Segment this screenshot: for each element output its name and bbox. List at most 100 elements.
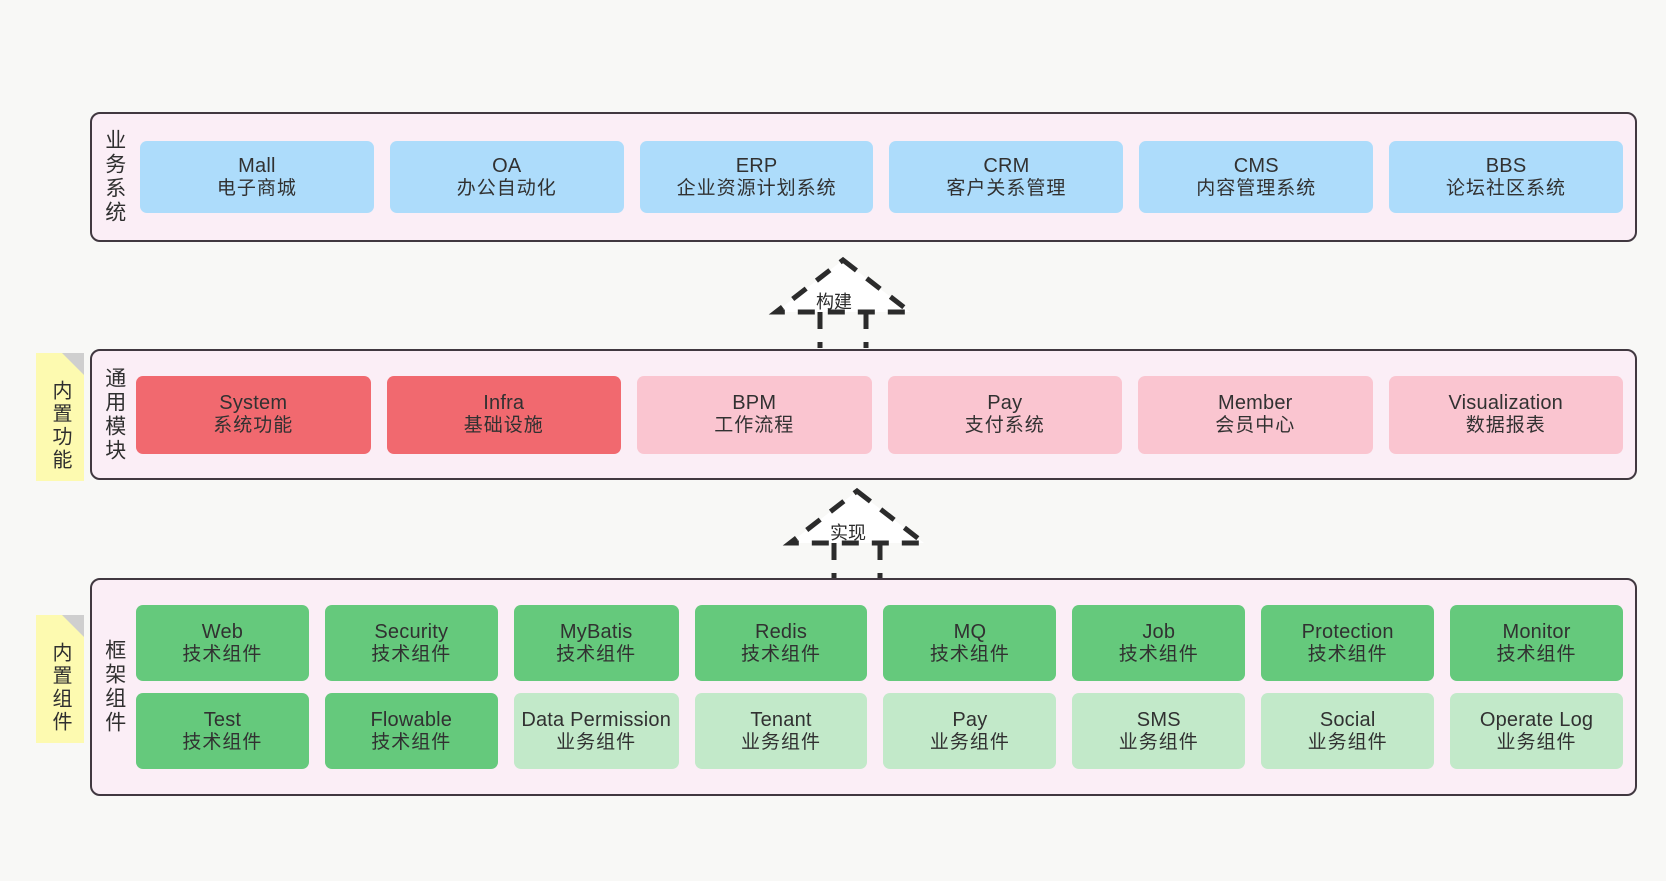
- node-subtitle: 技术组件: [1307, 643, 1388, 665]
- framework-node-row-2: Test 技术组件 Flowable 技术组件 Data Permission …: [136, 693, 1623, 769]
- node-subtitle: 技术组件: [371, 731, 452, 753]
- arrow-implement: 实现: [772, 487, 942, 579]
- arrow-implement-glyph: [782, 487, 932, 579]
- layer-common-module: 通用模块 System 系统功能 Infra 基础设施 BPM 工作流程 Pay: [90, 349, 1637, 480]
- sticky-note-text: 内置功能: [49, 380, 71, 472]
- node-test[interactable]: Test 技术组件: [136, 693, 309, 769]
- node-protection[interactable]: Protection 技术组件: [1261, 605, 1435, 681]
- node-pay-component[interactable]: Pay 业务组件: [883, 693, 1057, 769]
- node-subtitle: 技术组件: [1496, 643, 1577, 665]
- node-pay-module[interactable]: Pay 支付系统: [887, 375, 1122, 454]
- node-web[interactable]: Web 技术组件: [136, 605, 309, 681]
- layer-label-framework: 框架组件: [102, 639, 126, 735]
- node-mq[interactable]: MQ 技术组件: [883, 605, 1057, 681]
- node-title: Tenant: [750, 708, 812, 731]
- node-title: Protection: [1301, 620, 1394, 643]
- layer-body-business: Mall 电子商城 OA 办公自动化 ERP 企业资源计划系统 CRM 客户关系…: [136, 114, 1635, 240]
- node-title: System: [219, 392, 288, 415]
- node-title: Data Permission: [521, 708, 672, 731]
- layer-body-framework: Web 技术组件 Security 技术组件 MyBatis 技术组件 Redi…: [136, 580, 1635, 794]
- node-subtitle: 支付系统: [964, 415, 1045, 437]
- node-subtitle: 技术组件: [1118, 643, 1199, 665]
- sticky-note-builtin-component: 内置组件: [36, 615, 84, 743]
- node-title: Visualization: [1448, 392, 1564, 415]
- node-title: Pay: [952, 708, 988, 731]
- node-subtitle: 工作流程: [714, 415, 795, 437]
- sticky-fold-corner-icon: [62, 353, 84, 375]
- node-cms[interactable]: CMS 内容管理系统: [1139, 141, 1374, 213]
- sticky-fold-corner-icon: [62, 615, 84, 637]
- node-job[interactable]: Job 技术组件: [1072, 605, 1246, 681]
- node-subtitle: 电子商城: [216, 177, 297, 199]
- node-subtitle: 客户关系管理: [946, 177, 1067, 199]
- node-redis[interactable]: Redis 技术组件: [694, 605, 868, 681]
- node-security[interactable]: Security 技术组件: [324, 605, 498, 681]
- arrow-build-label: 构建: [816, 292, 852, 312]
- layer-business-system: 业务系统 Mall 电子商城 OA 办公自动化 ERP 企业资源计划系统 CRM: [90, 112, 1637, 242]
- sticky-note-builtin-function: 内置功能: [36, 353, 84, 481]
- node-title: BBS: [1485, 154, 1527, 177]
- node-bpm[interactable]: BPM 工作流程: [637, 375, 872, 454]
- node-title: Infra: [483, 392, 525, 415]
- layer-label-business: 业务系统: [102, 129, 126, 225]
- business-node-row: Mall 电子商城 OA 办公自动化 ERP 企业资源计划系统 CRM 客户关系…: [140, 141, 1623, 213]
- node-title: Redis: [754, 620, 808, 643]
- node-bbs[interactable]: BBS 论坛社区系统: [1389, 141, 1623, 213]
- arrow-implement-label: 实现: [830, 523, 866, 543]
- node-sms[interactable]: SMS 业务组件: [1072, 693, 1246, 769]
- node-title: OA: [492, 154, 522, 177]
- layer-framework-component: 框架组件 Web 技术组件 Security 技术组件 MyBatis 技术组件…: [90, 578, 1637, 796]
- node-subtitle: 业务组件: [1307, 731, 1388, 753]
- node-subtitle: 业务组件: [741, 731, 822, 753]
- arrow-build: 构建: [758, 256, 928, 348]
- arrow-build-glyph: [768, 256, 918, 348]
- node-title: ERP: [735, 154, 778, 177]
- node-member[interactable]: Member 会员中心: [1138, 375, 1373, 454]
- node-title: MQ: [953, 620, 987, 643]
- node-title: Security: [374, 620, 449, 643]
- node-subtitle: 会员中心: [1215, 415, 1296, 437]
- node-title: Pay: [987, 392, 1023, 415]
- node-data-permission[interactable]: Data Permission 业务组件: [513, 693, 679, 769]
- node-oa[interactable]: OA 办公自动化: [389, 141, 624, 213]
- node-infra[interactable]: Infra 基础设施: [386, 375, 621, 454]
- node-crm[interactable]: CRM 客户关系管理: [889, 141, 1124, 213]
- node-tenant[interactable]: Tenant 业务组件: [694, 693, 868, 769]
- node-title: Social: [1319, 708, 1376, 731]
- node-visualization[interactable]: Visualization 数据报表: [1388, 375, 1623, 454]
- node-title: CMS: [1233, 154, 1279, 177]
- node-mybatis[interactable]: MyBatis 技术组件: [513, 605, 679, 681]
- node-subtitle: 技术组件: [182, 731, 263, 753]
- node-title: SMS: [1136, 708, 1181, 731]
- node-system[interactable]: System 系统功能: [136, 375, 371, 454]
- node-subtitle: 企业资源计划系统: [676, 177, 837, 199]
- node-title: CRM: [983, 154, 1030, 177]
- node-mall[interactable]: Mall 电子商城: [140, 141, 374, 213]
- node-subtitle: 技术组件: [556, 643, 637, 665]
- node-subtitle: 论坛社区系统: [1446, 177, 1567, 199]
- node-flowable[interactable]: Flowable 技术组件: [324, 693, 498, 769]
- node-subtitle: 业务组件: [556, 731, 637, 753]
- sticky-note-text: 内置组件: [49, 642, 71, 734]
- node-subtitle: 业务组件: [929, 731, 1010, 753]
- node-monitor[interactable]: Monitor 技术组件: [1450, 605, 1623, 681]
- node-subtitle: 业务组件: [1496, 731, 1577, 753]
- node-subtitle: 技术组件: [371, 643, 452, 665]
- node-social[interactable]: Social 业务组件: [1261, 693, 1435, 769]
- node-operate-log[interactable]: Operate Log 业务组件: [1450, 693, 1623, 769]
- node-title: Web: [201, 620, 244, 643]
- node-title: BPM: [732, 392, 777, 415]
- framework-node-row-1: Web 技术组件 Security 技术组件 MyBatis 技术组件 Redi…: [136, 605, 1623, 681]
- node-subtitle: 技术组件: [929, 643, 1010, 665]
- node-erp[interactable]: ERP 企业资源计划系统: [639, 141, 874, 213]
- node-title: Mall: [238, 154, 276, 177]
- node-title: Member: [1217, 392, 1293, 415]
- node-subtitle: 数据报表: [1465, 415, 1546, 437]
- node-subtitle: 技术组件: [741, 643, 822, 665]
- node-subtitle: 系统功能: [213, 415, 294, 437]
- common-node-row: System 系统功能 Infra 基础设施 BPM 工作流程 Pay 支付系统…: [136, 375, 1623, 454]
- node-title: Test: [203, 708, 242, 731]
- node-subtitle: 内容管理系统: [1196, 177, 1317, 199]
- node-subtitle: 基础设施: [463, 415, 544, 437]
